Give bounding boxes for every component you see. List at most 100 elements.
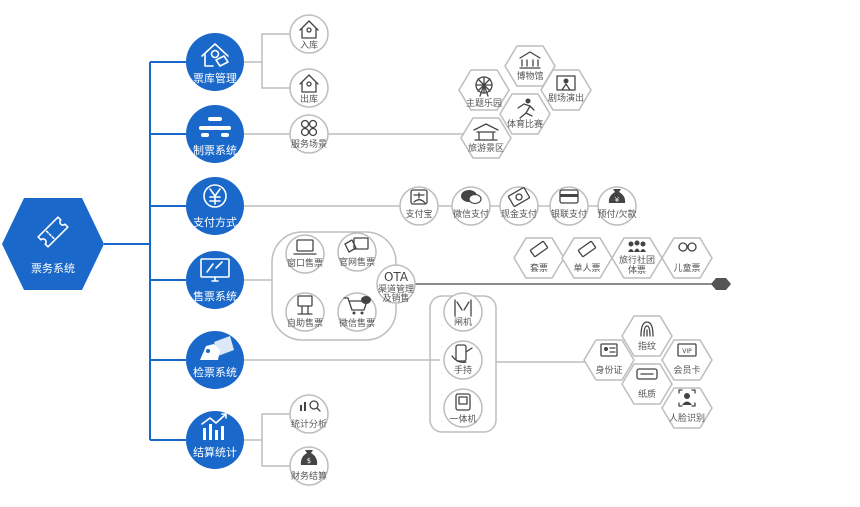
module-label: 检票系统 (193, 365, 237, 379)
check-label: 身份证 (595, 364, 622, 376)
scene-label: 博物馆 (516, 70, 543, 82)
sales-wechat[interactable]: 微信售票 (337, 292, 377, 332)
sales-website[interactable]: 官网售票 (337, 232, 377, 272)
yen-coin-icon (203, 184, 227, 208)
node-service-scene[interactable]: 服务场景 (289, 114, 329, 154)
gate-handheld[interactable]: 手持 (443, 340, 483, 380)
check-label: 人脸识别 (669, 412, 705, 424)
group-people-icon (628, 240, 646, 252)
ticket-child[interactable]: 儿童票 (661, 237, 713, 279)
scene-theme-park[interactable]: 主题乐园 (458, 69, 510, 111)
node-label: 入库 (300, 39, 318, 51)
module-label: 结算统计 (193, 445, 237, 459)
check-member-card[interactable]: VIP 会员卡 (661, 339, 713, 381)
module-ticketing[interactable]: 制票系统 (186, 105, 244, 163)
bank-card-icon (559, 189, 579, 204)
node-finance[interactable]: $ 财务结算 (289, 446, 329, 486)
clover-icon (300, 119, 318, 137)
module-inventory[interactable]: 票库管理 (186, 33, 244, 91)
turnstile-icon (454, 299, 472, 317)
gate-label: 手持 (454, 364, 472, 376)
gate-turnstile[interactable]: 闸机 (443, 292, 483, 332)
gate-label: 一体机 (449, 413, 476, 425)
pay-label: 现金支付 (501, 208, 537, 220)
scene-label: 剧场演出 (548, 92, 584, 104)
ferris-wheel-icon (475, 76, 493, 97)
check-face-recognition[interactable]: 人脸识别 (661, 387, 713, 429)
ticket-package[interactable]: 套票 (513, 237, 565, 279)
bar-chart-icon (201, 413, 227, 440)
check-paper[interactable]: 纸质 (621, 363, 673, 405)
web-ticket-icon (344, 237, 369, 253)
sales-label: 窗口售票 (287, 257, 323, 269)
pay-label: 微信支付 (453, 208, 489, 220)
pay-label: 银联支付 (551, 208, 587, 220)
node-label: 财务结算 (291, 470, 327, 482)
fingerprint-icon (640, 321, 654, 337)
node-stock-in[interactable]: 入库 (289, 14, 329, 54)
ticket-group[interactable]: 旅行社团 体票 (611, 237, 663, 279)
gate-all-in-one[interactable]: 一体机 (443, 388, 483, 428)
check-label: 会员卡 (673, 364, 700, 376)
ticket-type-label: 单人票 (573, 262, 600, 274)
laptop-icon (293, 239, 317, 255)
handheld-scanner-icon (451, 344, 473, 364)
id-card-icon (600, 343, 618, 357)
module-sales[interactable]: 售票系统 (186, 251, 244, 309)
ticket-single[interactable]: 单人票 (561, 237, 613, 279)
pay-label: 预付/欠款 (597, 208, 636, 220)
ota-line1: 渠道管理 (378, 283, 414, 295)
node-stock-out[interactable]: 出库 (289, 68, 329, 108)
theater-stage-icon (556, 75, 576, 91)
monitor-icon (200, 258, 230, 282)
pay-cash[interactable]: 现金支付 (499, 186, 539, 226)
root-node[interactable]: 票务系统 (2, 198, 104, 290)
svg-text:$: $ (307, 457, 311, 465)
root-label: 票务系统 (31, 262, 75, 275)
kiosk-icon (297, 295, 313, 315)
module-label: 售票系统 (193, 289, 237, 303)
svg-text:¥: ¥ (615, 196, 620, 204)
vip-card-icon: VIP (677, 343, 697, 357)
sales-label: 微信售票 (339, 317, 375, 329)
sales-window[interactable]: 窗口售票 (285, 234, 325, 274)
scene-tourist-area[interactable]: 旅游景区 (460, 117, 512, 159)
hand-ticket-icon (200, 336, 234, 360)
scene-label: 旅游景区 (468, 142, 504, 154)
cart-icon (343, 296, 371, 315)
money-bag-icon: ¥ (608, 189, 626, 204)
pay-label: 支付宝 (405, 208, 432, 220)
ota-node[interactable]: OTA 渠道管理 及销售 (376, 264, 416, 304)
ticket-type-label: 体票 (628, 264, 646, 276)
scene-theater[interactable]: 剧场演出 (540, 69, 592, 111)
check-fingerprint[interactable]: 指纹 (621, 315, 673, 357)
face-scan-icon (678, 389, 696, 407)
pay-alipay[interactable]: 支付宝 (399, 186, 439, 226)
warehouse-icon (201, 43, 229, 67)
sales-self-service[interactable]: 自助售票 (285, 292, 325, 332)
scene-label: 主题乐园 (466, 97, 502, 109)
alipay-icon (410, 189, 428, 205)
svg-text:VIP: VIP (682, 348, 692, 355)
pay-unionpay[interactable]: 银联支付 (549, 186, 589, 226)
main-connectors (104, 61, 186, 441)
pay-wechat[interactable]: 微信支付 (451, 186, 491, 226)
scene-museum[interactable]: 博物馆 (504, 45, 556, 87)
printer-lines-icon (199, 117, 231, 137)
module-checking[interactable]: 检票系统 (186, 331, 244, 389)
module-settlement[interactable]: 结算统计 (186, 411, 244, 469)
check-id-card[interactable]: 身份证 (583, 339, 635, 381)
node-label: 统计分析 (291, 418, 327, 430)
ticket-type-label: 旅行社团 (619, 254, 655, 266)
module-label: 支付方式 (193, 215, 237, 229)
pay-prepaid[interactable]: ¥ 预付/欠款 (597, 186, 637, 226)
child-icon (678, 242, 697, 252)
cash-icon (507, 187, 531, 207)
node-statistics[interactable]: 统计分析 (289, 394, 329, 434)
module-payment[interactable]: 支付方式 (186, 177, 244, 235)
paper-ticket-icon (636, 368, 658, 380)
ticket-icon (577, 240, 597, 258)
secondary-connectors (244, 33, 598, 467)
scene-sports[interactable]: 体育比赛 (499, 93, 551, 135)
